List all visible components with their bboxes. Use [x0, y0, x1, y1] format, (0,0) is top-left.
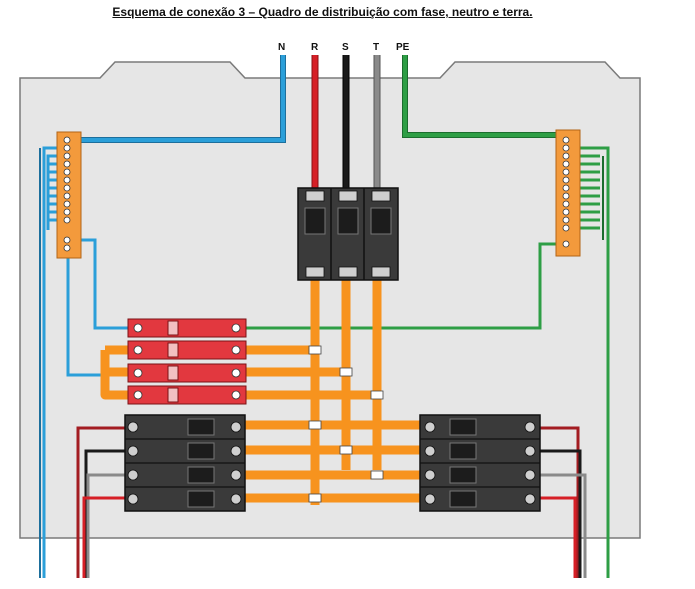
bus-connector-clamps: [308, 345, 384, 503]
label-pe: PE: [396, 42, 410, 53]
neutral-busbar: [56, 131, 82, 259]
ground-busbar: [555, 129, 581, 257]
right-circuit-wires: [540, 426, 587, 578]
label-t: T: [373, 42, 379, 53]
red-breaker-row: [127, 318, 247, 405]
label-r: R: [311, 42, 319, 53]
main-three-pole-breaker: [297, 187, 399, 281]
label-n: N: [278, 42, 285, 53]
left-branch-breakers: [124, 414, 246, 512]
incoming-neutral-wire: [62, 55, 286, 143]
right-branch-breakers: [419, 414, 541, 512]
incoming-pe-wire: [402, 55, 562, 138]
diagram-title: Esquema de conexão 3 – Quadro de distrib…: [112, 5, 533, 19]
left-circuit-wires: [76, 426, 128, 578]
label-s: S: [342, 42, 349, 53]
